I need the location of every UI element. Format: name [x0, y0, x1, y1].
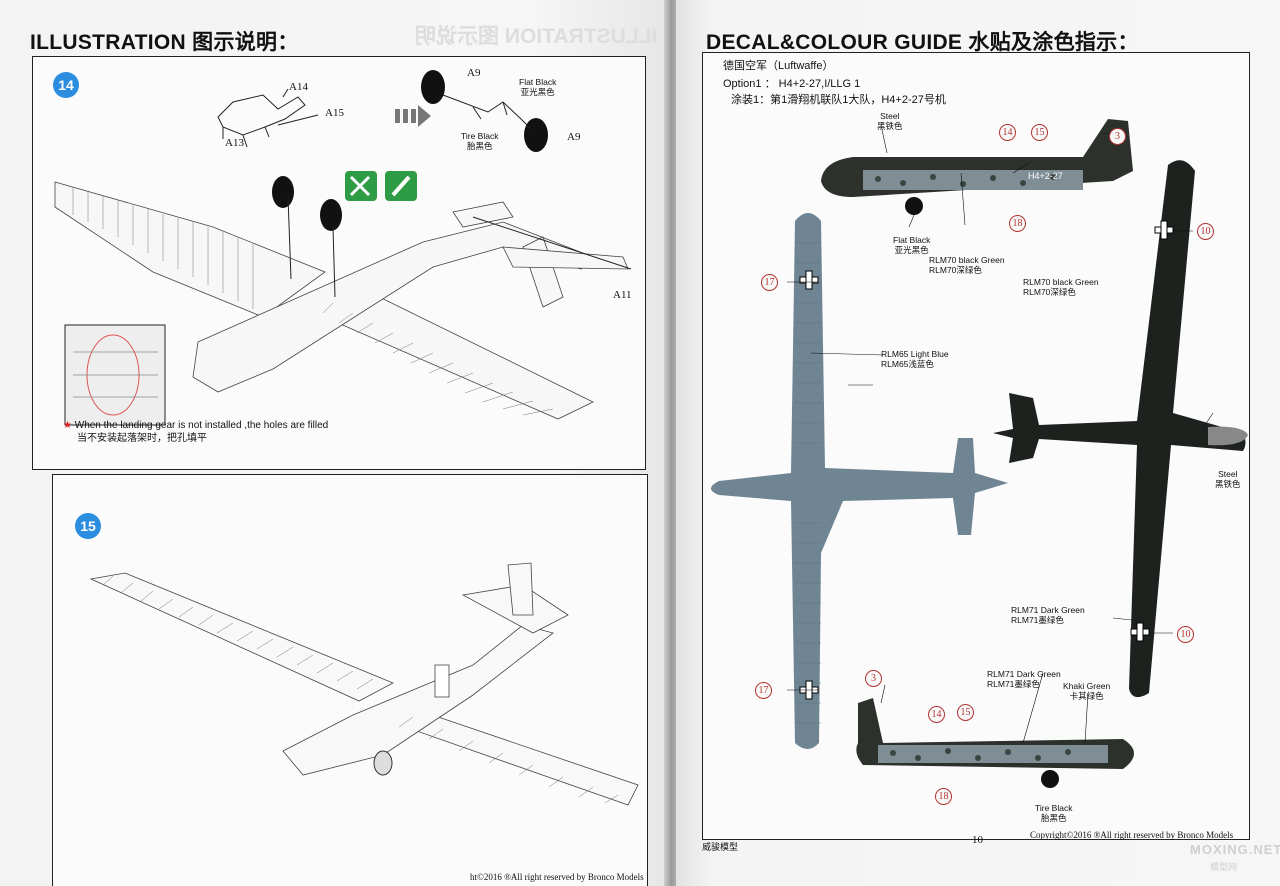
right-footer-brand: 威骏模型 — [702, 842, 739, 852]
tail-skid-part — [217, 94, 306, 148]
country-label: 德国空军（Luftwaffe） — [723, 60, 834, 72]
step-15-panel: 15 — [52, 474, 648, 886]
assembly-arrow — [395, 105, 431, 127]
option-label-en: Option1 ： H4+2-27,I/LLG 1 — [723, 78, 861, 90]
side-view-lower — [856, 698, 1134, 788]
decal-17-top: 17 — [761, 274, 778, 291]
glider-iso — [54, 181, 629, 420]
part-a14: A14 — [289, 81, 308, 93]
illustration-heading: ILLUSTRATION 图示说明： — [30, 31, 299, 54]
part-a11: A11 — [613, 289, 632, 301]
planform-upper-surface — [711, 213, 1008, 749]
wing-ribs — [72, 187, 554, 416]
wheel-top — [421, 70, 445, 104]
decal-15-top: 15 — [1031, 124, 1048, 141]
watermark: MOXING.NET — [1190, 842, 1280, 857]
ghost-heading: ILLUSTRATION 图示说明 — [415, 25, 658, 48]
side-view-upper — [821, 119, 1133, 215]
decal-3-bottom: 3 — [865, 670, 882, 687]
warning-star-icon: ★ — [63, 420, 72, 431]
step-14-drawing — [54, 70, 632, 426]
right-footer-copyright: Copyright©2016 ®All right reserved by Br… — [1030, 830, 1234, 840]
option-label-cn: 涂装1：第1滑翔机联队1大队，H4+2-27号机 — [731, 94, 946, 106]
decal-17-bottom: 17 — [755, 682, 772, 699]
decal-3-top: 3 — [1109, 128, 1126, 145]
part-a9-bottom: A9 — [567, 131, 581, 143]
right-page: DECAL&COLOUR GUIDE 水贴及涂色指示： 德国空军（Luftwaf… — [676, 0, 1280, 886]
decal-heading: DECAL&COLOUR GUIDE 水贴及涂色指示： — [706, 31, 1139, 54]
left-page: ILLUSTRATION 图示说明： ILLUSTRATION 图示说明 14 — [0, 0, 668, 886]
decal-18-top: 18 — [1009, 215, 1026, 232]
left-footer: ht©2016 ®All right reserved by Bronco Mo… — [470, 872, 644, 882]
step-14-panel: 14 — [32, 56, 646, 470]
balkenkreuz-marks — [799, 220, 1174, 700]
step-14-badge: 14 — [53, 72, 79, 98]
wheel-right — [524, 118, 548, 152]
landing-gear-note: ★ When the landing gear is not installed… — [63, 420, 329, 444]
colour-profile-drawings — [711, 119, 1248, 788]
page-number: 10 — [972, 834, 983, 846]
a15-leader — [277, 114, 319, 126]
step-15-badge: 15 — [75, 513, 101, 539]
decal-10-top: 10 — [1197, 223, 1214, 240]
watermark-cn: 模型网 — [1210, 862, 1238, 872]
part-a13: A13 — [225, 137, 244, 149]
planform-lower-surface — [993, 160, 1248, 698]
decal-10-bottom: 10 — [1177, 626, 1194, 643]
a14-leader — [282, 88, 289, 98]
decal-guide-panel: 德国空军（Luftwaffe） Option1 ： H4+2-27,I/LLG … — [702, 52, 1250, 840]
decal-18-bottom: 18 — [935, 788, 952, 805]
decal-14-top: 14 — [999, 124, 1016, 141]
step-15-drawing — [89, 562, 639, 806]
part-a9-top: A9 — [467, 67, 481, 79]
fuselage-code: H4+2-27 — [1028, 171, 1063, 181]
part-a15: A15 — [325, 107, 344, 119]
decal-14-bottom: 14 — [928, 706, 945, 723]
decal-15-bottom: 15 — [957, 704, 974, 721]
